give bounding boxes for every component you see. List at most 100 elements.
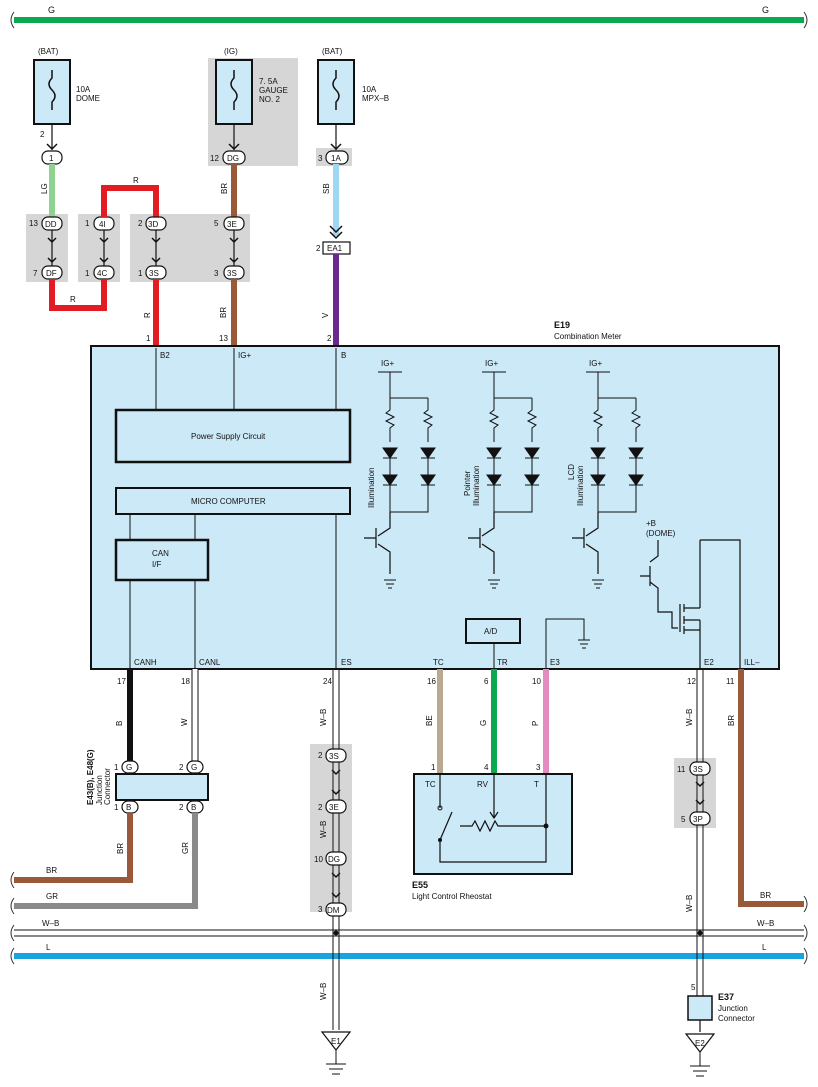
meter-pin-ig: 13: [219, 334, 228, 343]
ground-icon: [592, 579, 604, 589]
meter-pin-b2: 1: [146, 334, 151, 343]
fuse-icon: [230, 70, 238, 110]
meter-pin-canh: 17: [117, 677, 126, 686]
es-3e-pin: 2: [318, 803, 323, 812]
es-ground-path: [332, 669, 340, 1030]
ea1-pin: 2: [316, 244, 321, 253]
r-wire-top: [101, 185, 159, 217]
ground-e2-label: E2: [695, 1039, 705, 1048]
4c-label: 4C: [97, 269, 107, 278]
wb-wire-label-es-2: W–B: [319, 821, 328, 838]
meter-pin-canl: 18: [181, 677, 190, 686]
jc-can-pin-bl: 1: [114, 803, 119, 812]
3s-label: 3S: [149, 269, 159, 278]
meter-label-canh: CANH: [134, 658, 157, 667]
br-wire-label-gauge: BR: [220, 183, 229, 194]
df-label: DF: [46, 269, 57, 278]
br-bus-label-right: BR: [760, 891, 771, 900]
gr-wire-left: [14, 813, 198, 909]
r-wire-label-top: R: [133, 176, 139, 185]
gauge-fuse-source: (IG): [224, 47, 238, 56]
meter-pin-e2: 12: [687, 677, 696, 686]
mpx-fuse-box: [317, 59, 355, 125]
ig-plus-label-1: IG+: [381, 359, 394, 368]
4i-label: 4I: [99, 220, 106, 229]
illumination-label-2a: Pointer: [463, 470, 472, 496]
illumination-circuit-1: IG+ Illumination: [364, 359, 436, 589]
meter-pin-ill: 11: [726, 677, 735, 686]
rheostat-code: E55: [412, 880, 428, 890]
e37-code: E37: [718, 992, 734, 1002]
e2-3p-pin: 5: [681, 815, 686, 824]
sb-wire-label: SB: [322, 183, 331, 194]
e37-line1: Junction: [718, 1004, 748, 1013]
illumination-label-1: Illumination: [367, 468, 376, 508]
rheostat-pin-rv: 4: [484, 763, 489, 772]
p-wire-label: P: [531, 721, 540, 726]
meter-name: Combination Meter: [554, 332, 622, 341]
gauge-fuse-name-2: NO. 2: [259, 95, 280, 104]
jc-can-pin-br: 2: [179, 803, 184, 812]
jc-can-label-tl: G: [126, 763, 132, 772]
meter-label-e3: E3: [550, 658, 560, 667]
meter-label-canl: CANL: [199, 658, 221, 667]
meter-pin-b: 2: [327, 334, 332, 343]
micro-computer-block: [115, 487, 351, 515]
dome-fuse-source: (BAT): [38, 47, 59, 56]
ground-icon: [690, 1052, 710, 1077]
splice-dot: [333, 930, 339, 936]
meter-label-b2: B2: [160, 351, 170, 360]
transistor-icon: [468, 512, 495, 574]
jc-can-label-bl: B: [126, 803, 131, 812]
dome-supply-label-2: (DOME): [646, 529, 676, 538]
transistor-icon: [640, 540, 678, 629]
e2-3p-label: 3P: [693, 815, 703, 824]
gr-bus-label-left: GR: [46, 892, 58, 901]
es-dg-pin: 10: [314, 855, 323, 864]
mpx-fuse-source: (BAT): [322, 47, 343, 56]
meter-pin-tc: 16: [427, 677, 436, 686]
e2-ground-path: [696, 669, 704, 996]
meter-pin-e3: 10: [532, 677, 541, 686]
g-bus-label-right: G: [762, 5, 769, 15]
dome-fuse-pin: 2: [40, 130, 45, 139]
r-wire-bottom: [49, 279, 107, 311]
connector-arrow-icon: [46, 143, 58, 151]
e37-line2: Connector: [718, 1014, 755, 1023]
switch-icon: [439, 774, 547, 863]
transistor-icon: [364, 512, 391, 574]
connector-arrow-icon: [695, 781, 705, 806]
jc-can-label-2: Junction: [95, 775, 104, 805]
rheostat-name: Light Control Rheostat: [412, 892, 492, 901]
3e-pin: 5: [214, 219, 219, 228]
be-wire-label: BE: [425, 715, 434, 726]
br-wire-label-meter: BR: [219, 307, 228, 318]
dd-pin: 13: [29, 219, 38, 228]
meter-label-tr: TR: [497, 658, 508, 667]
es-dm-connector: [325, 902, 347, 917]
jc-can-label-1: E43(B), E48(G): [86, 749, 95, 805]
meter-label-es: ES: [341, 658, 352, 667]
br-wire-label-jc: BR: [116, 843, 125, 854]
ground-icon: [384, 579, 396, 589]
bus-break-icon: [10, 871, 15, 915]
mpx-fuse-rating: 10A: [362, 85, 377, 94]
bus-break-icon: [10, 947, 808, 965]
es-dg-connector: [325, 851, 347, 866]
es-3e-connector: [325, 799, 347, 814]
es-3s-connector: [325, 748, 347, 763]
meter-label-e2: E2: [704, 658, 714, 667]
r-wire-label-meter: R: [143, 312, 152, 318]
meter-label-ill: ILL–: [744, 658, 760, 667]
can-label-2: I/F: [152, 560, 161, 569]
ground-e1-icon: [320, 1031, 352, 1051]
connector-arrow-icon: [99, 237, 109, 264]
wb-wire-label-es: W–B: [319, 709, 328, 726]
illumination-label-3a: LCD: [567, 464, 576, 480]
3e-label: 3E: [227, 220, 237, 229]
illumination-label-3b: Illumination: [576, 466, 585, 506]
df-pin: 7: [33, 269, 38, 278]
connector-arrow-icon: [151, 237, 161, 264]
3s-pin-2: 3: [214, 269, 219, 278]
power-supply-label: Power Supply Circuit: [191, 432, 266, 441]
